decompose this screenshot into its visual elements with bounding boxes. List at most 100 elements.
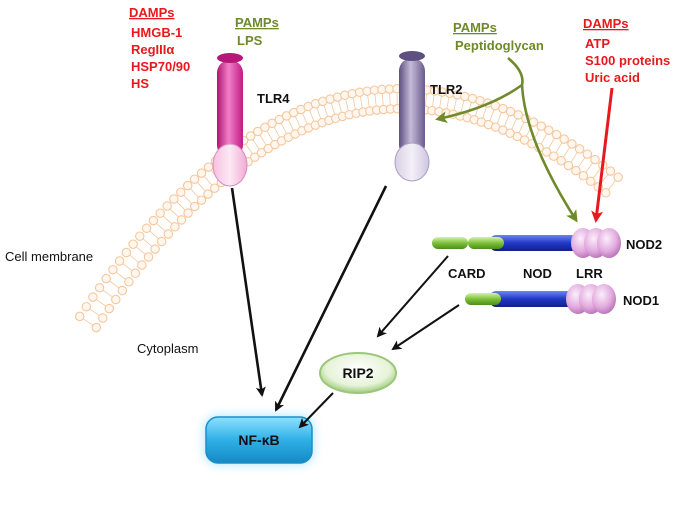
region-labels: Cell membrane Cytoplasm bbox=[5, 249, 198, 356]
membrane-lipid-tail bbox=[294, 116, 301, 128]
membrane-lipid-head bbox=[156, 236, 167, 247]
membrane-lipid-head bbox=[135, 231, 145, 241]
membrane-lipid-tail bbox=[190, 188, 199, 198]
membrane-lipid-head bbox=[155, 208, 165, 218]
membrane-lipid-head bbox=[559, 134, 569, 144]
membrane-lipid-tail bbox=[453, 98, 457, 111]
membrane-lipid-tail bbox=[389, 93, 391, 106]
nod1-protein bbox=[465, 284, 616, 314]
rip2-node bbox=[319, 352, 397, 394]
membrane-lipid-tail bbox=[129, 254, 140, 263]
membrane-lipid-tail bbox=[323, 105, 329, 117]
membrane-lipid-head bbox=[590, 154, 600, 165]
membrane-lipid-tail bbox=[162, 215, 173, 225]
pamps-lps-item: LPS bbox=[237, 33, 263, 48]
membrane-lipid-tail bbox=[482, 106, 487, 119]
lrr-domain-label: LRR bbox=[576, 266, 603, 281]
cell-membrane-label: Cell membrane bbox=[5, 249, 93, 264]
tlr4-to-nfkb-arrow bbox=[230, 187, 266, 397]
membrane-lipid-head bbox=[245, 131, 256, 141]
rip2-to-nfkb-arrow bbox=[298, 392, 334, 429]
membrane-lipid-tail bbox=[169, 208, 179, 218]
membrane-lipid-head bbox=[563, 160, 574, 171]
membrane-lipid-head bbox=[169, 194, 179, 204]
damps-left-item: HS bbox=[131, 76, 149, 91]
nod2-protein bbox=[432, 228, 621, 258]
membrane-lipid-head bbox=[137, 260, 147, 270]
membrane-lipid-tail bbox=[570, 152, 578, 163]
membrane-lipid-tail bbox=[203, 175, 213, 186]
membrane-lipid-head bbox=[91, 322, 102, 333]
membrane-lipid-head bbox=[605, 166, 616, 176]
membrane-lipid-head bbox=[111, 294, 121, 305]
tlr4-label: TLR4 bbox=[257, 91, 290, 106]
membrane-lipid-head bbox=[582, 149, 593, 159]
membrane-lipid-tail bbox=[504, 115, 510, 127]
membrane-lipid-tail bbox=[381, 93, 384, 106]
membrane-lipid-tail bbox=[367, 95, 370, 108]
membrane-lipid-tail bbox=[95, 299, 107, 307]
membrane-lipid-head bbox=[104, 303, 115, 314]
membrane-lipid-head bbox=[556, 156, 566, 166]
membrane-lipid-head bbox=[128, 239, 138, 249]
membrane-lipid-head bbox=[189, 201, 200, 212]
membrane-lipid-tail bbox=[245, 143, 253, 155]
membrane-lipid-head bbox=[189, 174, 200, 184]
membrane-lipid-head bbox=[88, 292, 98, 302]
damps-left-group: DAMPs HMGB-1 RegIIIα HSP70/90 HS bbox=[129, 5, 190, 91]
damps-right-item: S100 proteins bbox=[585, 53, 670, 68]
membrane-lipid-tail bbox=[577, 157, 586, 168]
membrane-lipid-head bbox=[519, 135, 530, 145]
membrane-lipid-head bbox=[150, 244, 160, 254]
pg-to-nod2-arrow bbox=[520, 84, 578, 223]
membrane-lipid-tail bbox=[109, 280, 120, 289]
membrane-lipid-tail bbox=[176, 201, 186, 211]
membrane-lipid-tail bbox=[548, 137, 555, 149]
nfkb-node bbox=[204, 415, 314, 465]
membrane-lipid-head bbox=[81, 301, 92, 312]
membrane-lipid-tail bbox=[102, 289, 113, 298]
tlr2-receptor bbox=[394, 51, 430, 182]
card-domain-label: CARD bbox=[448, 266, 486, 281]
membrane-lipid-head bbox=[176, 187, 186, 197]
membrane-lipid-tail bbox=[592, 168, 601, 179]
membrane-lipid-head bbox=[108, 264, 118, 275]
membrane-lipid-tail bbox=[309, 110, 315, 122]
membrane-lipid-tail bbox=[197, 181, 206, 192]
damps-right-item: ATP bbox=[585, 36, 610, 51]
membrane-lipid-head bbox=[209, 183, 220, 193]
membrane-lipid-tail bbox=[183, 194, 193, 204]
damps-right-title: DAMPs bbox=[583, 16, 629, 31]
membrane-lipid-tail bbox=[156, 223, 166, 232]
membrane-lipid-head bbox=[498, 103, 508, 114]
membrane-lipid-head bbox=[124, 277, 134, 287]
membrane-lipid-head bbox=[183, 208, 193, 218]
membrane-lipid-tail bbox=[135, 246, 146, 255]
membrane-lipid-tail bbox=[338, 100, 342, 113]
pamps-pg-item: Peptidoglycan bbox=[455, 38, 544, 53]
membrane-lipid-tail bbox=[302, 112, 308, 125]
damps-left-item: HSP70/90 bbox=[131, 59, 190, 74]
membrane-lipid-tail bbox=[280, 122, 287, 134]
membrane-lipid-tail bbox=[562, 147, 571, 158]
membrane-lipid-head bbox=[114, 256, 125, 266]
membrane-lipid-head bbox=[94, 283, 105, 293]
membrane-lipid-head bbox=[567, 139, 577, 149]
membrane-lipid-tail bbox=[122, 263, 133, 272]
membrane-lipid-head bbox=[260, 122, 270, 133]
membrane-lipid-head bbox=[117, 285, 128, 296]
tlr2-label: TLR2 bbox=[430, 82, 463, 97]
membrane-lipid-head bbox=[182, 180, 193, 191]
membrane-lipid-head bbox=[98, 313, 108, 323]
membrane-lipid-head bbox=[513, 110, 523, 120]
domain-labels: CARD NOD LRR bbox=[448, 266, 603, 281]
membrane-lipid-tail bbox=[259, 134, 267, 146]
membrane-lipid-head bbox=[586, 176, 596, 187]
signal-arrows bbox=[230, 185, 460, 429]
membrane-lipid-tail bbox=[518, 121, 525, 134]
membrane-lipid-tail bbox=[316, 107, 322, 120]
membrane-lipid-tail bbox=[266, 130, 274, 142]
membrane-lipid-tail bbox=[345, 99, 349, 111]
damps-left-item: RegIIIα bbox=[131, 42, 174, 57]
membrane-lipid-tail bbox=[287, 119, 294, 131]
